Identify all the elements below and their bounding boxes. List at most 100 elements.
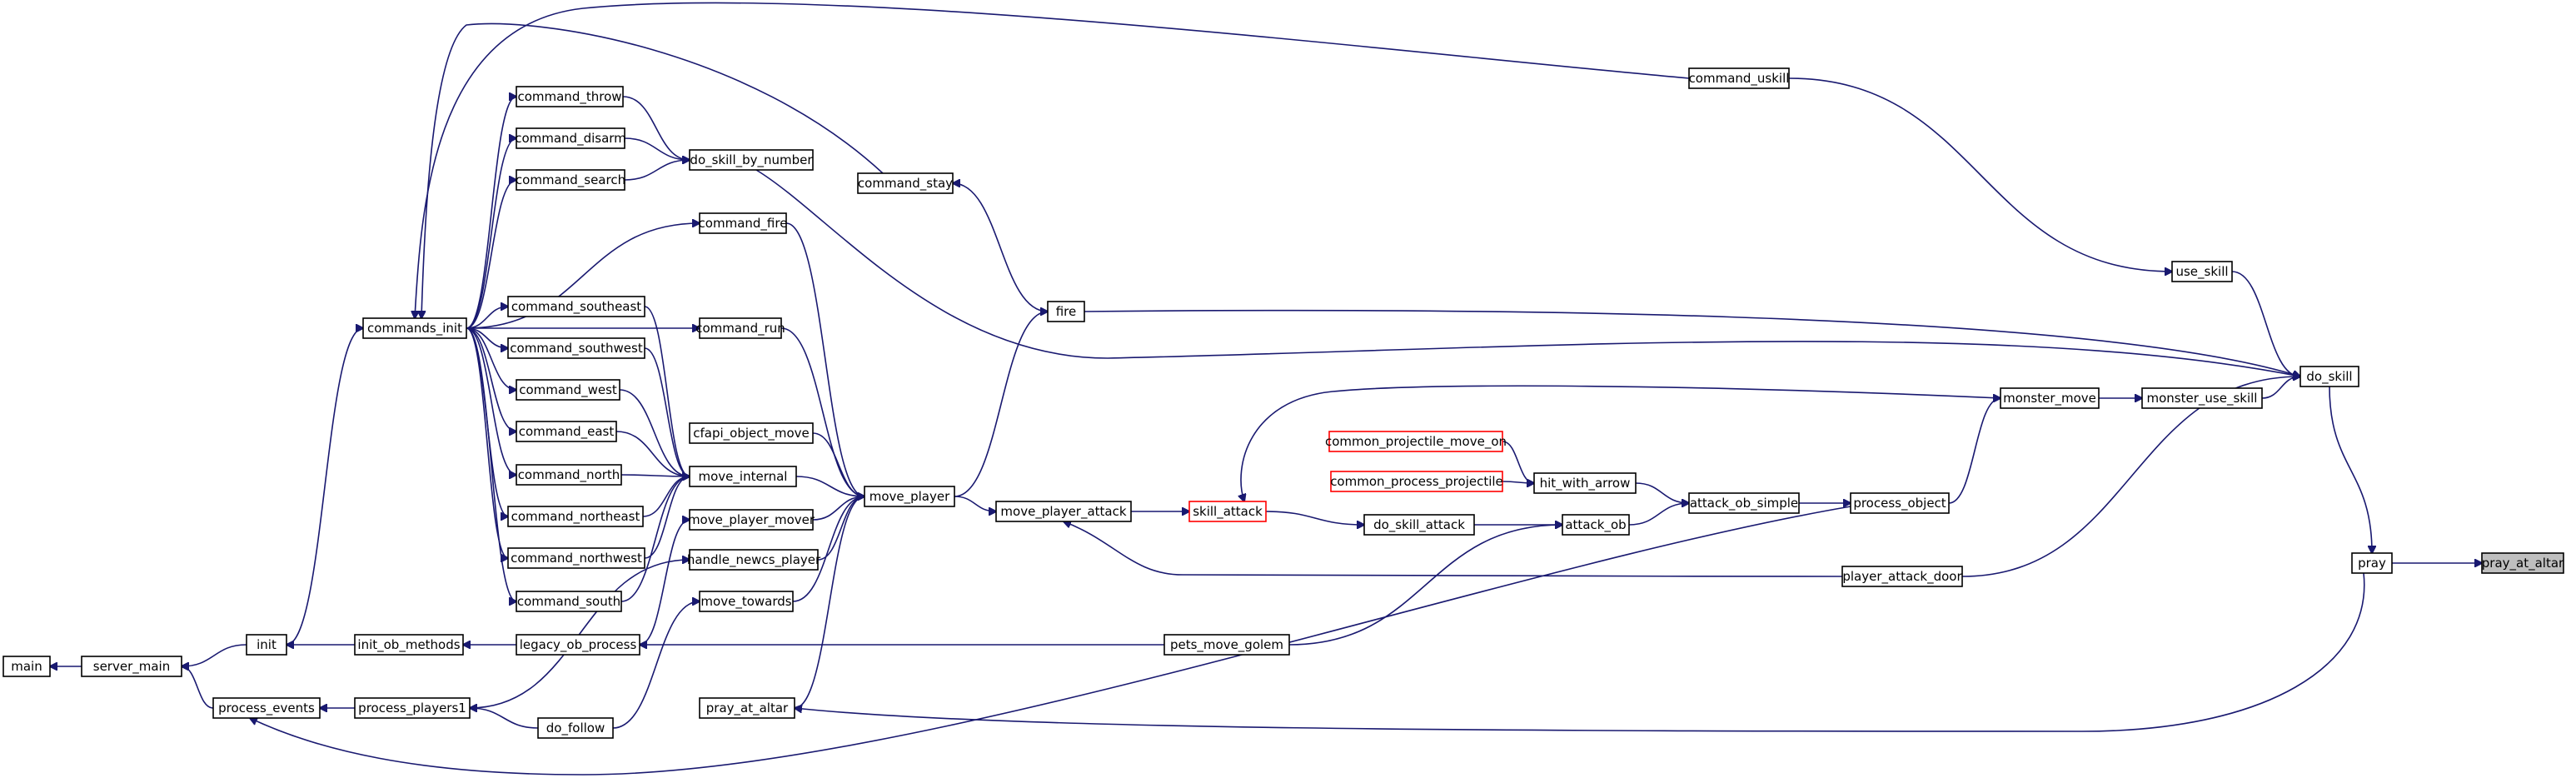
node-common-process-projectile[interactable]: common_process_projectile [1330,471,1503,492]
node-label: command_disarm [515,131,626,147]
node-pray[interactable]: pray [2351,552,2393,574]
node-process-events[interactable]: process_events [212,697,321,719]
node-label: init [257,637,277,652]
node-do-skill-by-number[interactable]: do_skill_by_number [689,149,814,171]
node-box [2299,366,2359,387]
edge-commands_init-to-command_north [466,327,516,475]
node-box [2,656,51,677]
node-move-internal[interactable]: move_internal [689,466,797,487]
node-label: process_object [1853,496,1946,511]
node-player-attack-door[interactable]: player_attack_door [1841,566,1963,587]
node-process-players1[interactable]: process_players1 [354,697,471,719]
node-label: command_northwest [511,551,642,566]
node-command-northwest[interactable]: command_northwest [507,547,645,569]
node-move-towards[interactable]: move_towards [699,591,794,612]
node-main[interactable]: main [2,656,51,677]
node-label: handle_newcs_player [687,552,821,568]
node-server-main[interactable]: server_main [81,656,182,677]
node-do-follow[interactable]: do_follow [537,717,614,739]
edge-commands_init-to-command_throw [466,97,516,329]
node-handle-newcs-player[interactable]: handle_newcs_player [687,549,821,571]
node-label: use_skill [2175,264,2228,280]
node-pray-at-altar-caller[interactable]: pray_at_altar [699,697,795,719]
node-monster-move[interactable]: monster_move [2000,387,2100,409]
node-command-disarm[interactable]: command_disarm [515,127,626,149]
node-pets-move-golem[interactable]: pets_move_golem [1163,634,1290,656]
edge-fire-to-command_stay [953,183,1049,312]
node-command-search[interactable]: command_search [516,169,625,191]
edge-commands_init-to-command_search [466,180,516,329]
node-label: cfapi_object_move [693,426,810,441]
node-command-north[interactable]: command_north [516,464,622,486]
node-box [81,656,182,677]
node-command-throw[interactable]: command_throw [516,86,624,107]
node-label: main [11,659,42,674]
edge-use_skill-to-do_skill [2231,271,2300,377]
node-skill-attack[interactable]: skill_attack [1188,501,1267,522]
node-hit-with-arrow[interactable]: hit_with_arrow [1533,472,1637,494]
node-command-southeast[interactable]: command_southeast [507,296,645,317]
node-box [2481,552,2564,574]
edge-commands_init-to-command_southeast [466,307,508,329]
edges-layer [50,2,2482,776]
node-move-player[interactable]: move_player [864,486,955,507]
node-label: player_attack_door [1842,569,1962,585]
node-attack-ob[interactable]: attack_ob [1562,514,1630,536]
node-init[interactable]: init [246,634,287,656]
node-label: command_uskill [1689,71,1790,87]
edge-cfapi_object_move-to-move_player [812,432,864,496]
node-box [537,717,614,739]
edge-player_attack_door-to-move_player_attack [1064,521,1843,577]
edge-process_events-to-server_main [182,666,214,709]
edge-command_throw-to-do_skill_by_number [622,96,690,160]
node-command-run[interactable]: command_run [695,317,785,339]
node-box [1841,566,1963,587]
node-do-skill[interactable]: do_skill [2299,366,2359,387]
edge-commands_init-to-command_disarm [466,138,516,329]
edge-legacy_ob_process-to-move_player_mover [639,520,690,646]
node-cfapi-object-move[interactable]: cfapi_object_move [689,422,814,444]
edge-command_southeast-to-move_internal [644,306,690,476]
node-common-projectile-move-on[interactable]: common_projectile_move_on [1325,431,1507,452]
node-label: move_player_mover [688,512,815,528]
node-command-fire[interactable]: command_fire [699,212,788,234]
edge-do_skill-to-pray [2329,386,2372,553]
node-label: do_skill [2306,369,2352,385]
edge-process_object-to-monster_move [1948,398,2001,504]
node-legacy-ob-process[interactable]: legacy_ob_process [516,634,640,656]
node-label: command_north [518,467,620,483]
node-use-skill[interactable]: use_skill [2171,261,2233,282]
node-box [1188,501,1267,522]
edge-command_north-to-move_internal [620,475,690,476]
node-label: command_southeast [511,299,641,315]
node-move-player-mover[interactable]: move_player_mover [688,509,815,531]
node-move-player-attack[interactable]: move_player_attack [995,501,1132,522]
node-box [1330,471,1503,492]
edge-common_process_projectile-to-hit_with_arrow [1502,481,1534,483]
node-label: monster_use_skill [2147,391,2258,406]
node-command-southwest[interactable]: command_southwest [507,337,645,359]
node-commands-init[interactable]: commands_init [362,317,467,339]
node-pray-at-altar-target[interactable]: pray_at_altar [2481,552,2564,574]
node-box [516,591,622,612]
node-monster-use-skill[interactable]: monster_use_skill [2141,387,2263,409]
node-box [689,422,814,444]
node-command-northeast[interactable]: command_northeast [507,506,644,527]
node-label: command_throw [517,89,621,105]
node-box [1562,514,1630,536]
node-do-skill-attack[interactable]: do_skill_attack [1363,514,1475,536]
node-box [1533,472,1637,494]
node-box [864,486,955,507]
node-box [516,86,624,107]
node-command-east[interactable]: command_east [516,421,617,442]
node-command-uskill[interactable]: command_uskill [1688,67,1790,89]
node-process-object[interactable]: process_object [1850,492,1950,514]
node-command-west[interactable]: command_west [516,379,620,401]
node-box [246,634,287,656]
node-command-stay[interactable]: command_stay [857,172,954,194]
node-attack-ob-simple[interactable]: attack_ob_simple [1688,492,1800,514]
node-fire[interactable]: fire [1047,301,1085,322]
node-command-south[interactable]: command_south [516,591,622,612]
node-init-ob-methods[interactable]: init_ob_methods [354,634,464,656]
